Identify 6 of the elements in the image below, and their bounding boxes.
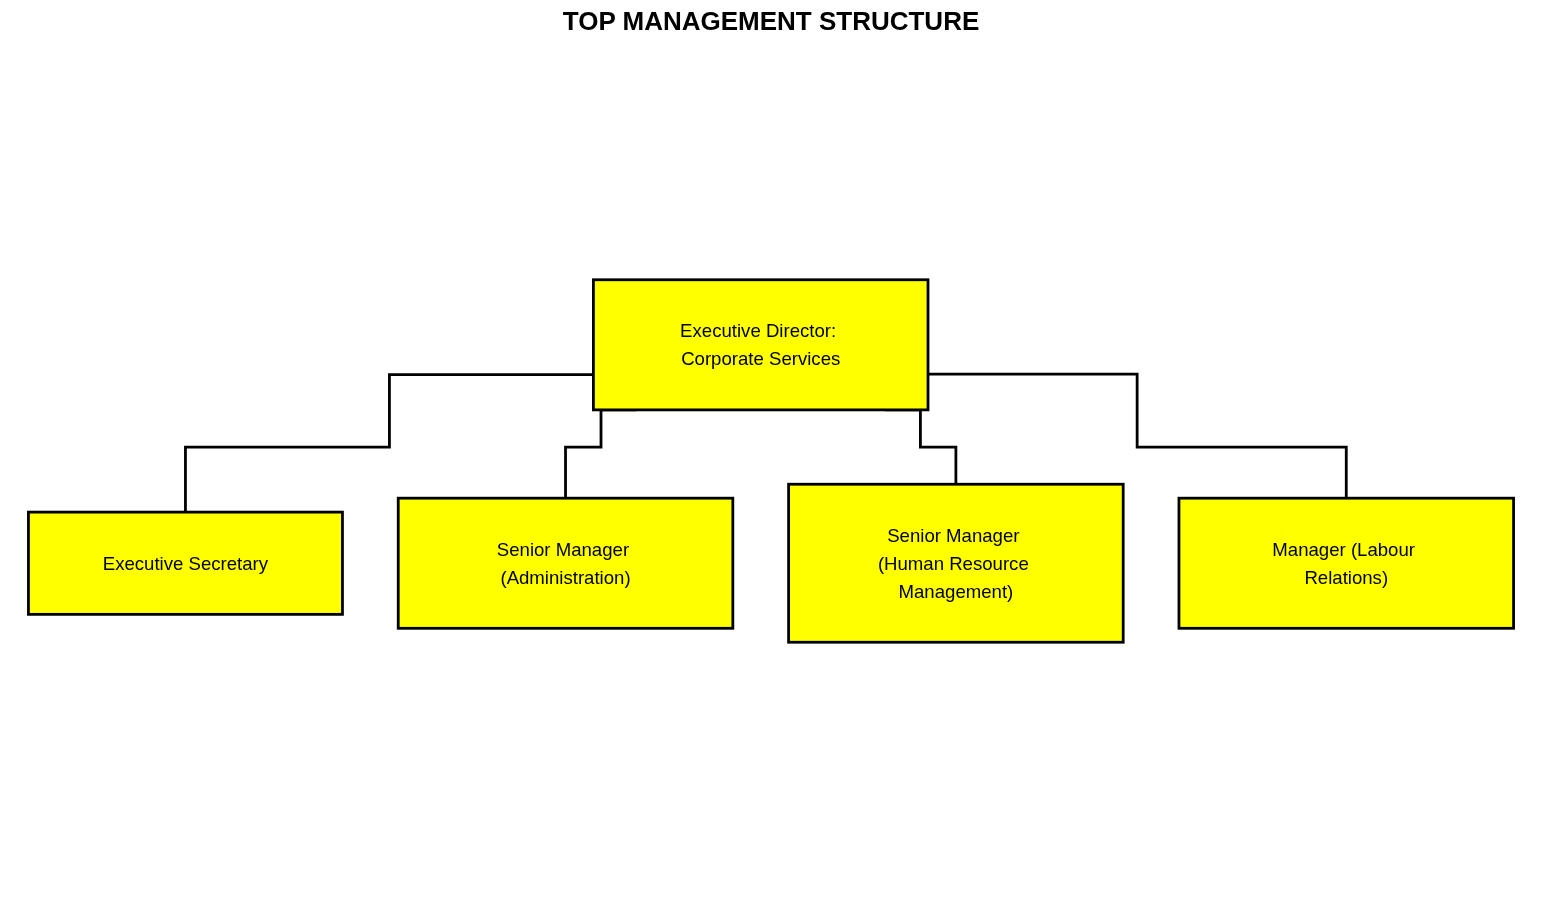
node-box: Executive Director: Corporate Services bbox=[592, 278, 930, 412]
node-box: Executive Secretary bbox=[27, 510, 344, 616]
chart-title: TOP MANAGEMENT STRUCTURE bbox=[561, 6, 981, 37]
node-box: Senior Manager (Administration) bbox=[396, 496, 735, 630]
node-box: Senior Manager (Human Resource Management) bbox=[787, 482, 1125, 644]
node-box: Manager (Labour Relations) bbox=[1177, 496, 1515, 630]
